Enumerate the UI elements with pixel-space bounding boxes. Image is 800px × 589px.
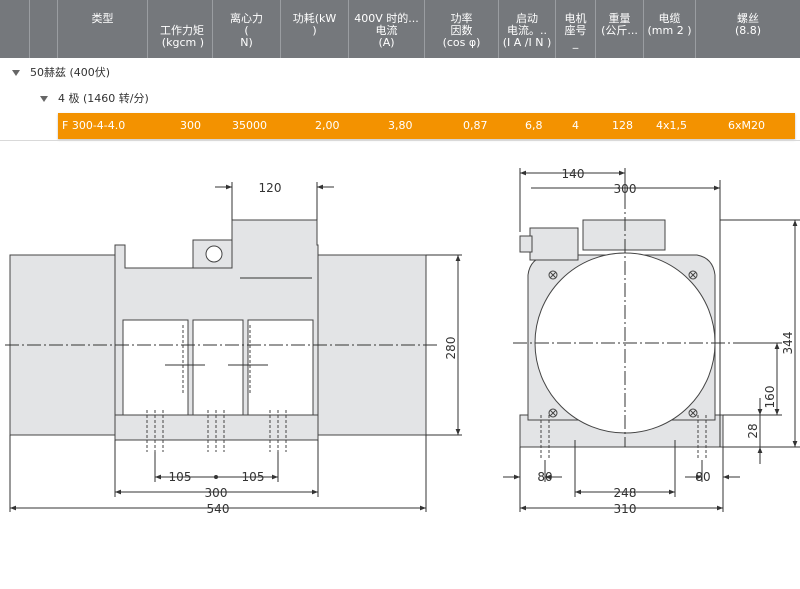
cell-cos-phi: 0,87 <box>463 119 488 132</box>
dim-label-300-front: 300 <box>614 182 637 196</box>
grid-header: 类型 工作力矩 (kgcm ) 离心力 ( N) 功耗(kW ) 400V 时的… <box>0 0 800 58</box>
column-header-label: 启动 <box>516 12 538 25</box>
column-header-label: 电流。.. <box>507 24 547 37</box>
cell-start-ratio: 6,8 <box>525 119 543 132</box>
column-header-weight[interactable]: 重量 (公斤... <box>596 0 644 58</box>
column-header-type[interactable]: 类型 <box>58 0 148 58</box>
column-header-label: ( <box>244 24 249 37</box>
table-row[interactable]: F 300-4-4.0 300 35000 2,00 3,80 0,87 6,8… <box>58 113 795 139</box>
dim-label-280: 280 <box>444 337 458 360</box>
column-header-label: 类型 <box>91 12 114 25</box>
column-header-label: 电流 <box>375 24 398 37</box>
column-header-work-moment[interactable]: 工作力矩 (kgcm ) <box>148 0 213 58</box>
dim-label-80-left: 80 <box>537 470 552 484</box>
dim-label-344: 344 <box>781 332 795 355</box>
front-hidden-lines <box>540 415 707 460</box>
column-header-label: 因数 <box>450 24 473 37</box>
side-window-mid <box>192 319 244 416</box>
column-header-label: 功率 <box>450 12 473 25</box>
column-header-label: (cos φ) <box>442 36 481 49</box>
column-header-label: N) <box>240 36 253 49</box>
column-header-label: 电机 <box>564 12 587 25</box>
dim-label-28: 28 <box>746 423 760 438</box>
front-cable-gland <box>529 227 579 261</box>
collapse-triangle-icon[interactable] <box>40 96 48 102</box>
column-header-label: 螺丝 <box>737 12 759 25</box>
column-header-label: 离心力 <box>230 12 263 25</box>
column-header-force[interactable]: 离心力 ( N) <box>213 0 281 58</box>
column-header-label: (mm 2 ) <box>647 24 692 37</box>
column-header-frame[interactable]: 电机 座号 _ <box>556 0 596 58</box>
column-header-current[interactable]: 400V 时的... 电流 (A) <box>349 0 425 58</box>
column-header-label: (I A /I N ) <box>502 36 552 49</box>
group-row-frequency[interactable]: 50赫兹 (400伏) <box>12 60 110 86</box>
dim-label-300-side: 300 <box>205 486 228 500</box>
side-eye-hole <box>205 245 223 263</box>
front-bolts <box>548 270 698 418</box>
select-column-header <box>30 0 58 58</box>
side-view <box>9 219 427 441</box>
dim-label-105-left: 105 <box>169 470 192 484</box>
cell-work-moment: 300 <box>180 119 201 132</box>
dim-label-248: 248 <box>614 486 637 500</box>
cell-power: 2,00 <box>315 119 340 132</box>
side-window-right <box>247 319 314 416</box>
column-header-cable[interactable]: 电缆 (mm 2 ) <box>644 0 696 58</box>
dim-label-540: 540 <box>207 502 230 516</box>
column-header-cos-phi[interactable]: 功率 因数 (cos φ) <box>425 0 499 58</box>
column-header-screw[interactable]: 螺丝 (8.8) <box>696 0 800 58</box>
cell-current: 3,80 <box>388 119 413 132</box>
cell-frame: 4 <box>572 119 579 132</box>
cell-screw: 6xM20 <box>728 119 765 132</box>
column-header-label: 功耗(kW <box>292 12 337 25</box>
group-row-poles[interactable]: 4 极 (1460 转/分) <box>40 86 149 112</box>
side-dimensions <box>9 182 462 512</box>
column-header-label: ) <box>312 24 317 37</box>
dim-label-105-right: 105 <box>242 470 265 484</box>
collapse-triangle-icon[interactable] <box>12 70 20 76</box>
column-header-label: _ <box>572 36 579 49</box>
group-label: 50赫兹 (400伏) <box>30 66 111 79</box>
dim-label-80-right: 80 <box>695 470 710 484</box>
column-header-label: 座号 <box>564 24 587 37</box>
cell-force: 35000 <box>232 119 267 132</box>
column-header-label: 重量 <box>608 12 631 25</box>
expand-column-header <box>0 0 30 58</box>
column-header-power[interactable]: 功耗(kW ) <box>281 0 349 58</box>
column-header-start-current[interactable]: 启动 电流。.. (I A /I N ) <box>499 0 556 58</box>
column-header-label: (kgcm ) <box>161 36 204 49</box>
side-center-dot <box>214 475 218 479</box>
dim-label-140: 140 <box>562 167 585 181</box>
side-center-lines <box>5 277 440 366</box>
grid-bottom-border <box>0 140 800 141</box>
group-label: 4 极 (1460 转/分) <box>58 92 149 105</box>
cell-type: F 300-4-4.0 <box>62 119 126 132</box>
side-window-left <box>122 319 189 416</box>
column-header-label: (8.8) <box>734 24 762 37</box>
column-header-label: (A) <box>378 36 395 49</box>
dim-label-120: 120 <box>259 181 282 195</box>
front-center-lines <box>513 195 735 447</box>
dim-label-160: 160 <box>763 386 777 409</box>
column-header-label: 400V 时的... <box>354 12 419 25</box>
front-dimensions <box>503 168 800 512</box>
front-cable-end <box>519 235 533 253</box>
cell-cable: 4x1,5 <box>656 119 688 132</box>
side-hidden-lines <box>146 325 287 452</box>
column-header-label: (公斤... <box>601 24 638 37</box>
front-cover <box>582 219 666 251</box>
column-header-label: 电缆 <box>658 12 681 25</box>
cell-weight: 128 <box>612 119 633 132</box>
dim-label-310: 310 <box>614 502 637 516</box>
column-header-label: 工作力矩 <box>160 24 204 37</box>
